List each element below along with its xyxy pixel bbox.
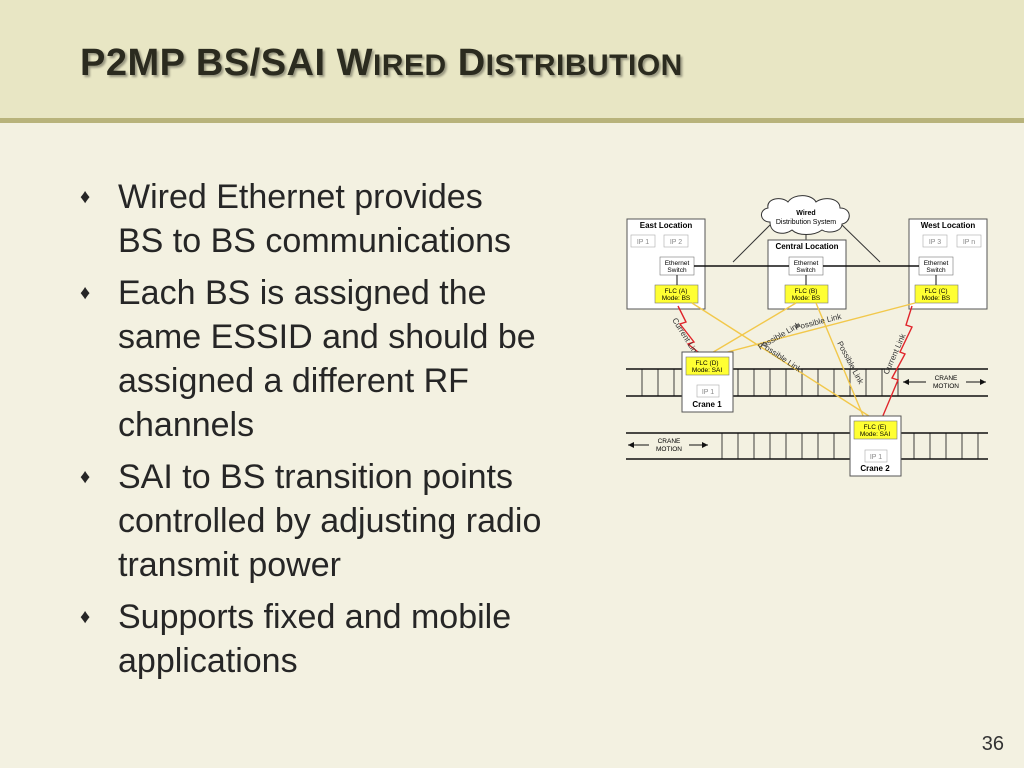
svg-text:Switch: Switch <box>667 267 687 274</box>
svg-text:Mode: BS: Mode: BS <box>792 295 821 302</box>
svg-text:IP 3: IP 3 <box>929 239 941 246</box>
ip-box <box>922 234 948 248</box>
diamond-bullet-icon: ♦ <box>80 186 91 208</box>
cloud-link-west <box>841 224 881 263</box>
west-location-box: West Location IP 3 IP n Ethernet Switch … <box>908 218 988 310</box>
crane-motion-1: CRANE MOTION <box>903 373 986 390</box>
svg-text:Mode: SAI: Mode: SAI <box>860 431 891 438</box>
wired-distribution-cloud: Wired Distribution System <box>761 195 850 235</box>
svg-text:FLC (C): FLC (C) <box>924 288 947 295</box>
svg-text:FLC (A): FLC (A) <box>665 288 688 295</box>
svg-text:FLC (B): FLC (B) <box>795 288 818 295</box>
arrow-right-icon <box>702 442 708 448</box>
title-bar <box>0 0 1024 123</box>
location-title: East Location <box>640 221 693 230</box>
svg-text:MOTION: MOTION <box>933 383 959 390</box>
cloud-link-east <box>732 224 771 263</box>
location-title: Central Location <box>775 242 838 251</box>
cloud-label: Distribution System <box>776 219 836 226</box>
svg-text:CRANE: CRANE <box>658 438 681 445</box>
svg-text:IP 1: IP 1 <box>637 239 649 246</box>
svg-text:Mode: BS: Mode: BS <box>922 295 951 302</box>
slide-title: P2MP BS/SAI WIRED DISTRIBUTION <box>80 42 683 84</box>
flc-e-box <box>853 420 898 440</box>
crane-label: Crane 2 <box>860 464 890 473</box>
ip-box <box>696 384 720 398</box>
svg-text:IP 2: IP 2 <box>670 239 682 246</box>
diamond-bullet-icon: ♦ <box>80 466 91 488</box>
svg-text:FLC (E): FLC (E) <box>864 424 887 431</box>
svg-text:Ethernet: Ethernet <box>665 260 690 267</box>
possible-link-label: Possible Link <box>835 340 866 387</box>
svg-text:Ethernet: Ethernet <box>794 260 819 267</box>
slide-number: 36 <box>981 733 1004 755</box>
crane-rails <box>626 368 988 460</box>
svg-text:Ethernet: Ethernet <box>924 260 949 267</box>
svg-text:IP 1: IP 1 <box>870 454 882 461</box>
cloud-label: Wired <box>796 210 815 217</box>
current-link-east <box>677 305 704 357</box>
diamond-bullet-icon: ♦ <box>80 282 91 304</box>
east-location-box: East Location IP 1 IP 2 Ethernet Switch … <box>626 218 706 310</box>
crane-2-box: FLC (E) Mode: SAI IP 1 Crane 2 <box>849 415 902 477</box>
svg-text:CRANE: CRANE <box>935 375 958 382</box>
central-location-box: Central Location Ethernet Switch FLC (B)… <box>767 239 847 310</box>
svg-text:Mode: BS: Mode: BS <box>662 295 691 302</box>
arrow-left-icon <box>628 442 634 448</box>
svg-text:Switch: Switch <box>796 267 816 274</box>
svg-text:IP 1: IP 1 <box>702 389 714 396</box>
ip-box <box>956 234 982 248</box>
svg-text:Switch: Switch <box>926 267 946 274</box>
current-link-west <box>881 305 913 419</box>
crane-motion-2: CRANE MOTION <box>628 436 708 453</box>
arrow-left-icon <box>903 379 909 385</box>
ip-box <box>630 234 656 248</box>
arrow-right-icon <box>980 379 986 385</box>
svg-text:IP n: IP n <box>963 239 975 246</box>
diamond-bullet-icon: ♦ <box>80 606 91 628</box>
ip-box <box>663 234 689 248</box>
svg-text:Mode: SAI: Mode: SAI <box>692 367 723 374</box>
svg-text:MOTION: MOTION <box>656 446 682 453</box>
crane-1-box: FLC (D) Mode: SAI IP 1 Crane 1 <box>681 351 734 413</box>
flc-d-box <box>685 356 730 376</box>
svg-text:FLC (D): FLC (D) <box>695 360 718 367</box>
possible-links <box>691 302 916 419</box>
location-title: West Location <box>921 221 976 230</box>
ip-box <box>864 449 888 463</box>
crane-label: Crane 1 <box>692 400 722 409</box>
